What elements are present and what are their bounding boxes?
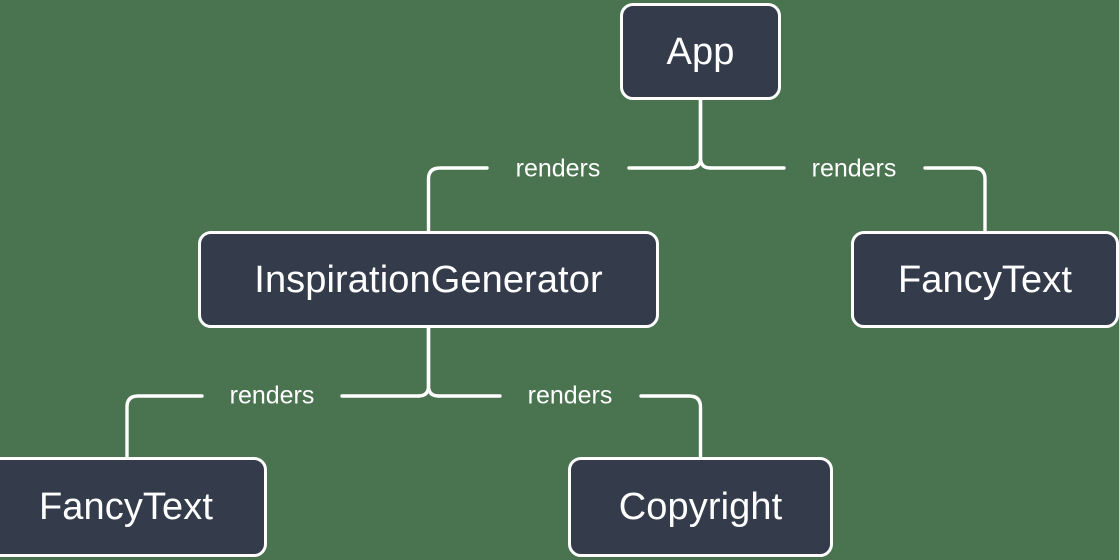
node-fancytext-right-label: FancyText xyxy=(897,258,1073,301)
edge-inspiration-stem-right xyxy=(426,326,441,398)
node-copyright[interactable]: Copyright xyxy=(568,457,833,557)
edge-label-app-fancytext: renders xyxy=(811,154,897,183)
edge-app-stem xyxy=(688,98,703,170)
edge-inspiration-copyright-right xyxy=(639,394,703,459)
edge-label-inspiration-copyright: renders xyxy=(527,381,613,410)
node-fancytext-right[interactable]: FancyText xyxy=(851,231,1119,328)
edge-app-stem-right xyxy=(698,98,713,170)
node-inspiration-generator[interactable]: InspirationGenerator xyxy=(198,231,659,328)
edge-label-app-inspiration: renders xyxy=(515,154,601,183)
node-app[interactable]: App xyxy=(620,3,781,100)
edge-app-inspiration-left xyxy=(426,166,489,233)
node-inspiration-generator-label: InspirationGenerator xyxy=(254,258,603,301)
node-app-label: App xyxy=(666,30,735,73)
node-copyright-label: Copyright xyxy=(618,486,783,528)
edge-app-fancytext-right xyxy=(923,166,987,233)
edge-inspiration-fancytext-left xyxy=(125,394,204,459)
node-fancytext-bottom[interactable]: FancyText xyxy=(0,457,267,557)
edge-label-inspiration-fancytext: renders xyxy=(229,381,315,410)
node-fancytext-bottom-label: FancyText xyxy=(38,486,214,528)
edge-inspiration-stem xyxy=(416,326,431,398)
